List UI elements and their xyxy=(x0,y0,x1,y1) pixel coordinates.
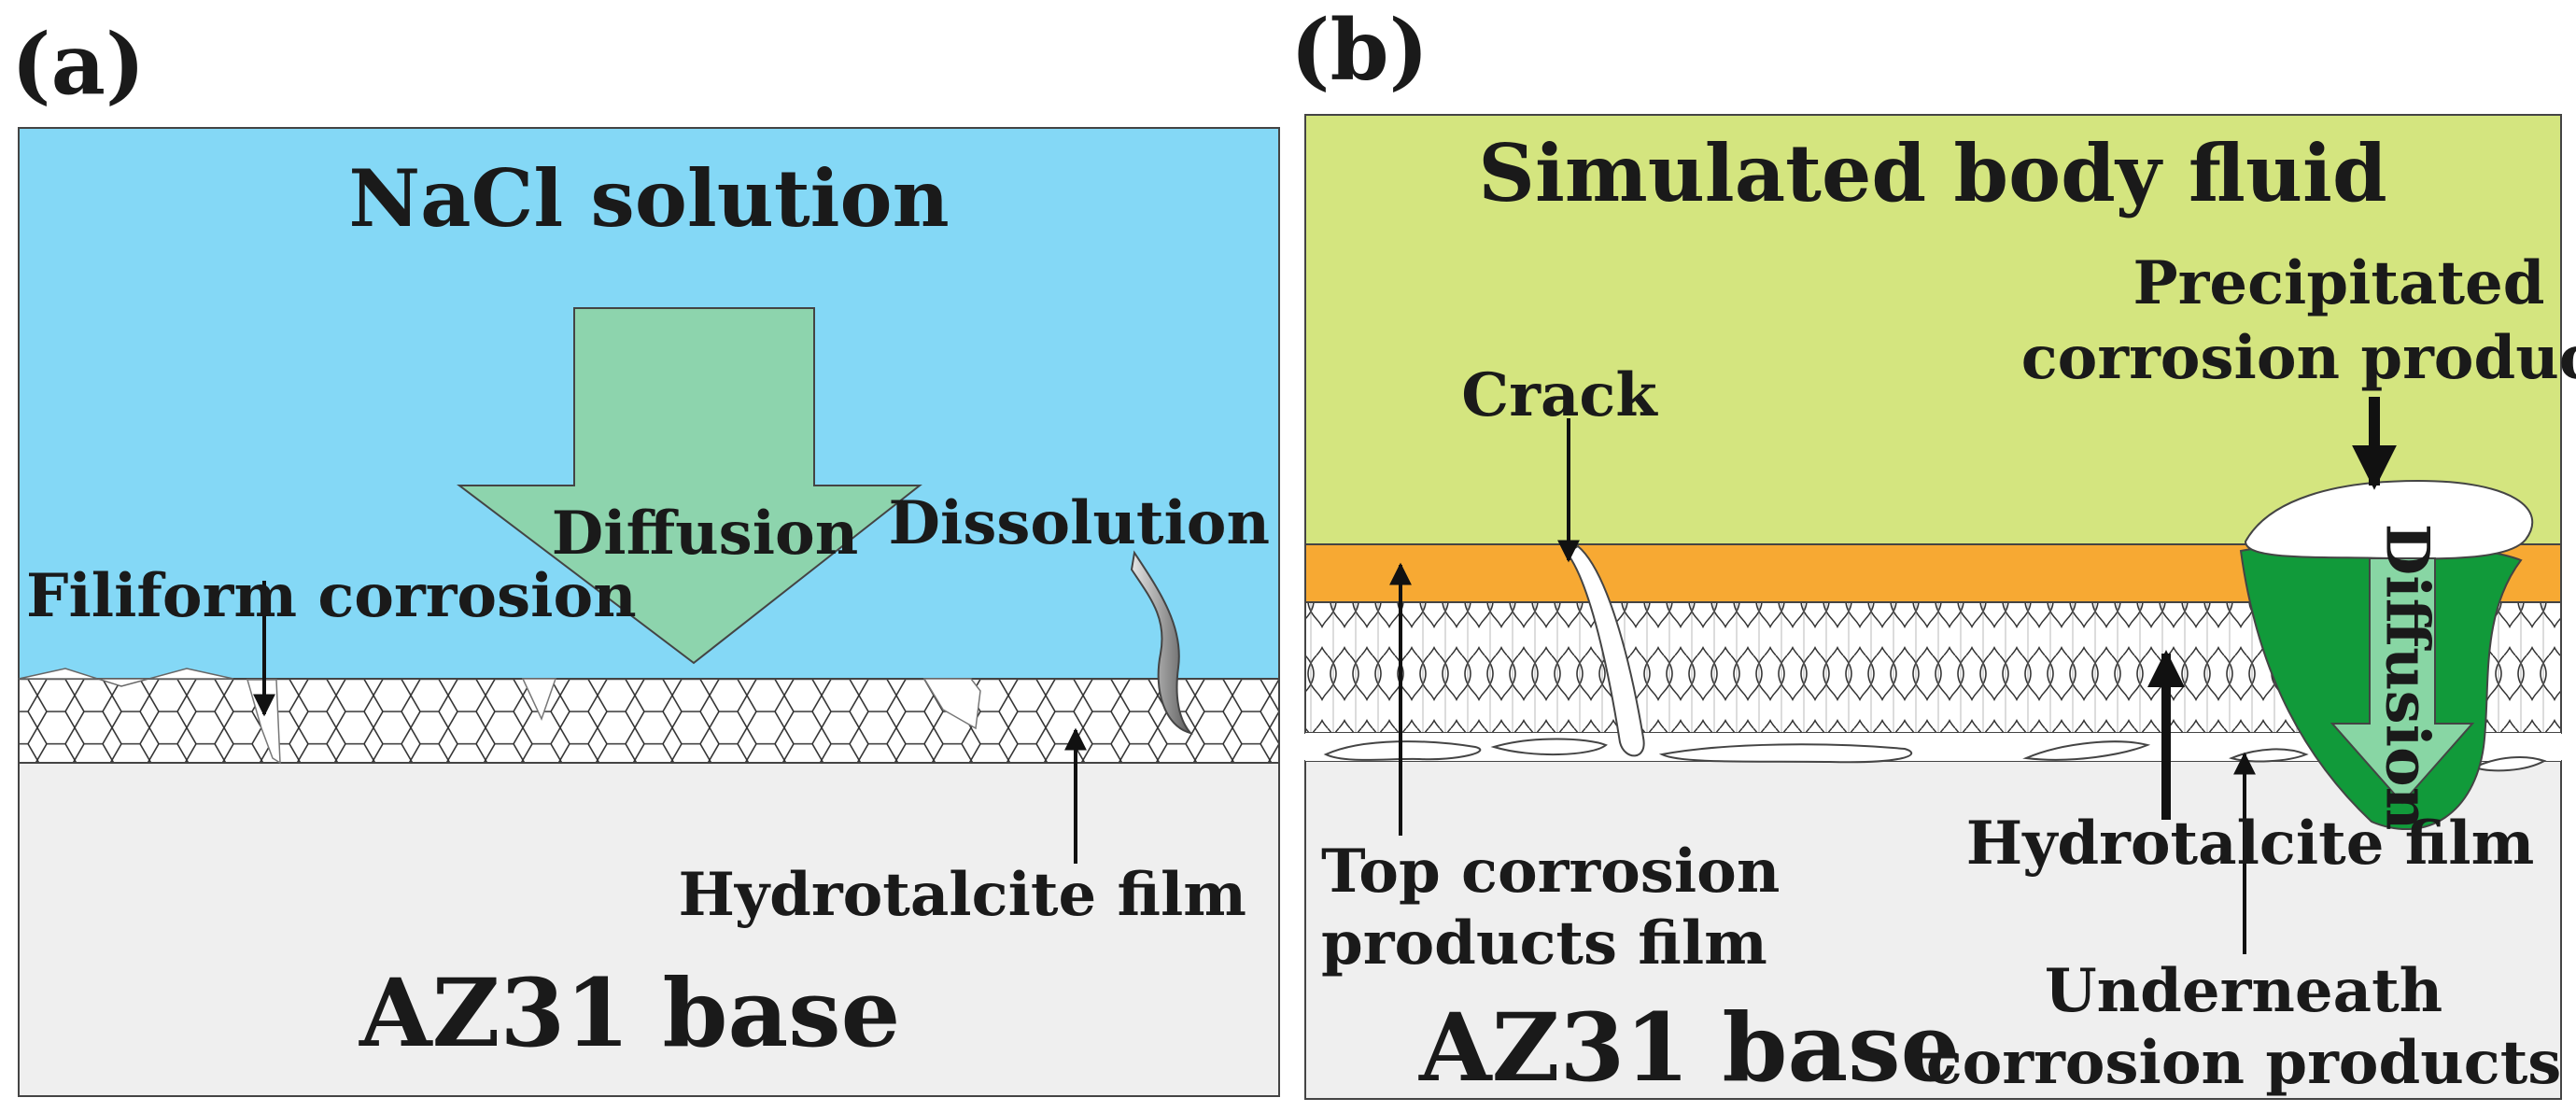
az31-base-region-a xyxy=(18,762,1280,1097)
underneath-label-line2: corrosion products xyxy=(1926,1028,2562,1098)
top-film-label-line1: Top corrosion xyxy=(1321,837,1780,907)
diffusion-label-b: Diffusion xyxy=(2372,524,2442,830)
hydrotalcite-label-b: Hydrotalcite film xyxy=(1966,809,2535,879)
az31-base-label-a: AZ31 base xyxy=(359,958,900,1068)
nacl-solution-label: NaCl solution xyxy=(348,152,949,245)
underneath-product-blob xyxy=(2022,740,2151,761)
underneath-product-blob xyxy=(1658,743,1913,764)
az31-base-label-b: AZ31 base xyxy=(1418,992,1960,1103)
panel-b: (b) Diffusion Simulated body fluid Preci… xyxy=(1290,1,2576,1103)
film-groove xyxy=(922,678,981,730)
underneath-product-blob xyxy=(1323,740,1482,761)
crack-label: Crack xyxy=(1461,360,1658,430)
precipitated-products-cap xyxy=(2244,479,2534,560)
filiform-corrosion-label: Filiform corrosion xyxy=(26,561,637,631)
dissolution-flake xyxy=(1130,550,1193,735)
simulated-body-fluid-region xyxy=(1304,114,2562,545)
hydrotalcite-label-a: Hydrotalcite film xyxy=(678,860,1246,930)
dissolution-label: Dissolution xyxy=(889,488,1271,558)
precipitated-label-line1: Precipitated xyxy=(2133,248,2545,318)
diffusion-arrow-a xyxy=(457,307,922,665)
film-groove xyxy=(521,678,557,721)
underneath-product-blob xyxy=(2471,756,2547,772)
panel-b-label: (b) xyxy=(1290,1,1429,100)
underneath-label-line1: Underneath xyxy=(2045,956,2442,1026)
underneath-product-blob xyxy=(1490,738,1608,755)
panel-a: (a) NaCl solution Diffusion Dissolution … xyxy=(11,15,1280,1097)
hydrotalcite-layer-a xyxy=(18,678,1280,764)
panel-a-label: (a) xyxy=(11,15,145,114)
simulated-body-fluid-label: Simulated body fluid xyxy=(1478,127,2386,219)
diffusion-label-a: Diffusion xyxy=(552,499,858,569)
top-film-label-line2: products film xyxy=(1321,908,1767,978)
diffusion-arrow-b xyxy=(2330,557,2475,805)
film-defect xyxy=(18,668,234,687)
precipitated-label-line2: corrosion products xyxy=(2021,323,2576,393)
crack xyxy=(1565,544,1645,757)
az31-base-region-b xyxy=(1304,760,2562,1100)
